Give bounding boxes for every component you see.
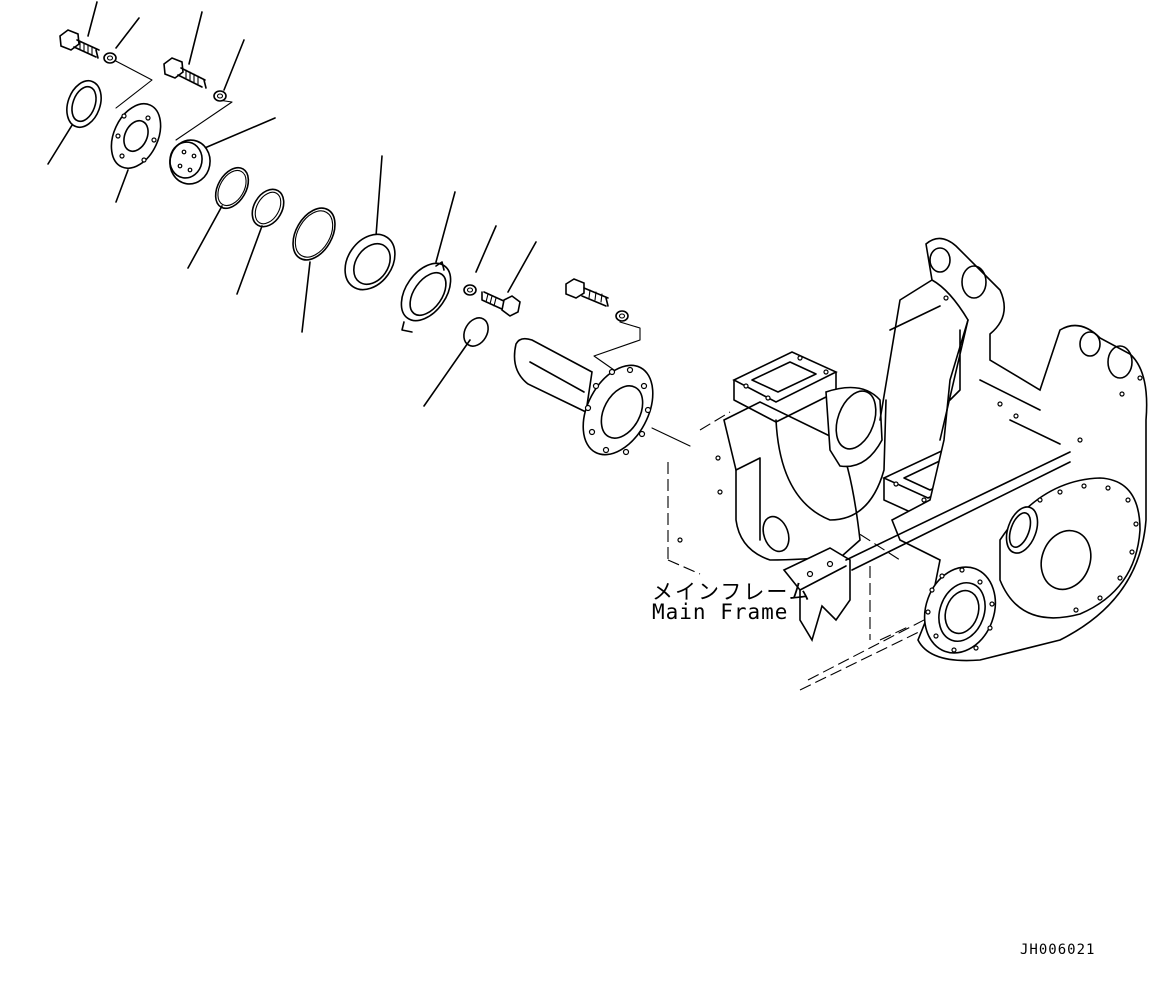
o-ring-3 [292, 207, 336, 261]
washer-3 [463, 284, 477, 296]
bolt-2 [163, 57, 207, 89]
trunnion-shaft [513, 337, 691, 456]
washer-4 [615, 310, 629, 322]
bolt-1 [59, 29, 100, 59]
washer-1 [103, 52, 117, 64]
retainer-plate [110, 103, 162, 169]
main-frame-label-jp: メインフレーム [652, 580, 812, 604]
washer-2 [213, 90, 227, 102]
o-ring-2 [251, 188, 285, 228]
bolt-4 [565, 278, 609, 307]
bolt-3 [481, 291, 521, 317]
bearing-cage [400, 261, 452, 333]
o-ring-1 [214, 166, 250, 210]
shim-plate [169, 139, 211, 185]
main-frame-label-en: Main Frame [652, 600, 789, 624]
o-ring-4 [463, 317, 489, 347]
leader-lines [47, 1, 641, 407]
main-frame [667, 237, 1148, 691]
bearing-cover [344, 233, 396, 291]
drawing-code: JH006021 [1020, 942, 1096, 958]
seal-ring [66, 79, 102, 129]
